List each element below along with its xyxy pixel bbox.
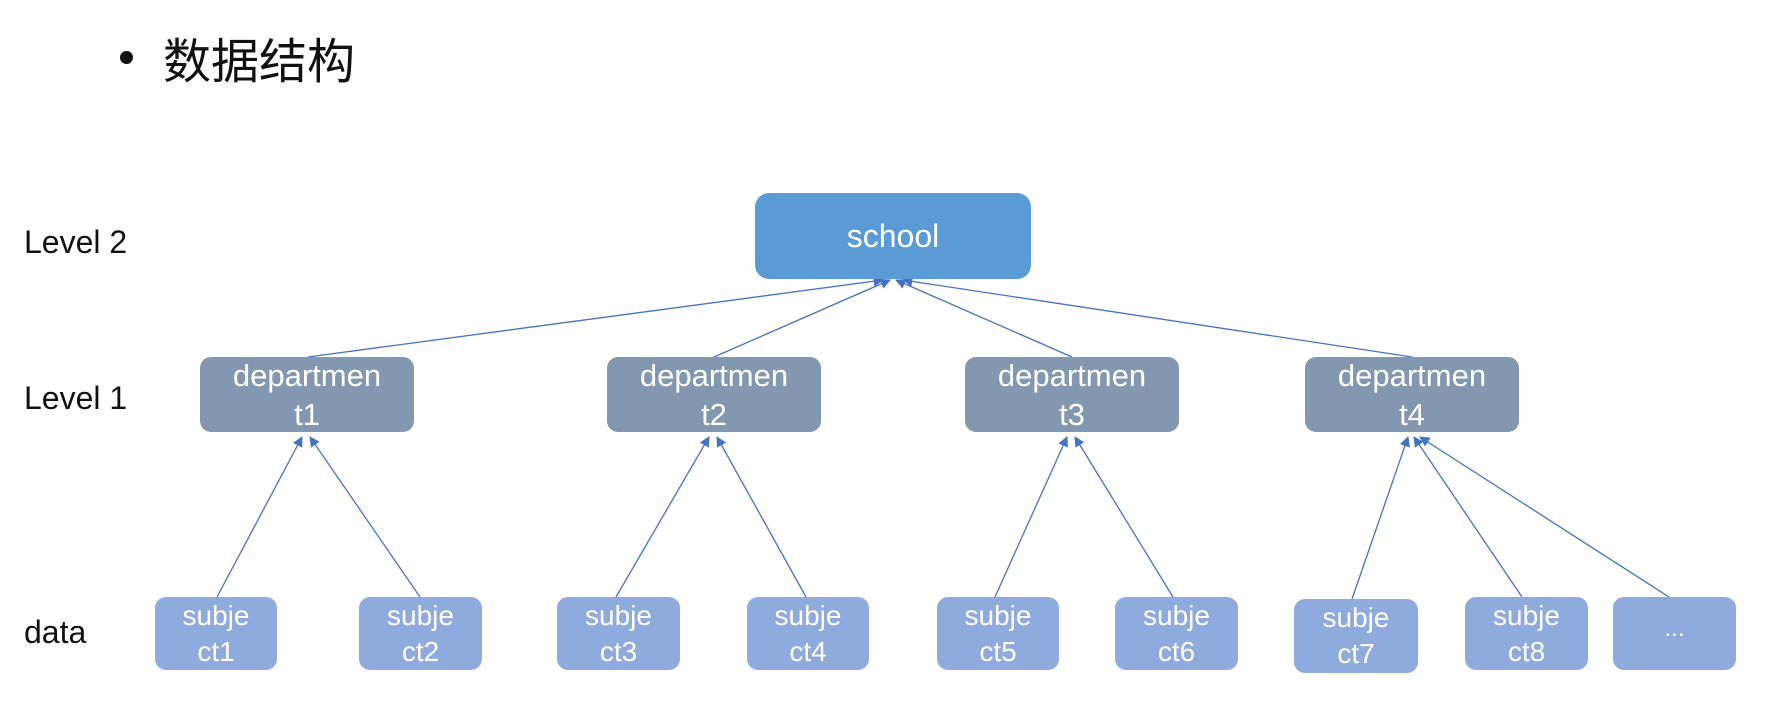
- subject4-line1: subje: [774, 599, 842, 631]
- subject-ellipsis-label: ...: [1664, 615, 1685, 643]
- subject1-line1: subje: [182, 599, 250, 631]
- edge-subject4-department2: [716, 436, 807, 598]
- subject4-line2: ct4: [789, 635, 827, 667]
- bullet-icon: [120, 50, 133, 64]
- slide-title-text: 数据结构: [163, 34, 356, 90]
- subject8-line1: subje: [1493, 599, 1560, 631]
- subject2-line1: subje: [387, 599, 454, 631]
- subject7-line2: ct7: [1337, 638, 1375, 669]
- department4-line1: departmen: [1337, 358, 1487, 393]
- node-subject-ellipsis: ...: [1613, 597, 1736, 670]
- edge-subject3-department2: [615, 436, 710, 598]
- edge-subject5-department3: [994, 436, 1068, 598]
- subject5-line1: subje: [964, 599, 1032, 631]
- subject3-line2: ct3: [599, 635, 638, 667]
- node-subject2: subje ct2: [359, 597, 482, 670]
- subject5-line2: ct5: [979, 635, 1017, 667]
- department3-line2: t3: [1059, 396, 1085, 432]
- node-subject5: subje ct5: [937, 597, 1059, 670]
- node-department4: departmen t4: [1305, 357, 1519, 432]
- edge-subject9-department4: [1419, 436, 1670, 598]
- edge-subject2-department1: [309, 436, 421, 598]
- node-subject6: subje ct6: [1115, 597, 1238, 670]
- edge-department2-school: [713, 278, 891, 358]
- edge-department1-school: [307, 276, 885, 358]
- department2-line2: t2: [701, 396, 727, 432]
- department1-line2: t1: [294, 396, 320, 432]
- node-school: school: [755, 193, 1031, 279]
- node-subject4: subje ct4: [747, 597, 869, 670]
- node-subject7: subje ct7: [1294, 599, 1418, 673]
- subject6-line1: subje: [1143, 599, 1210, 631]
- edge-subject7-department4: [1351, 436, 1410, 600]
- slide-title: 数据结构: [120, 22, 355, 92]
- department4-line2: t4: [1399, 396, 1425, 432]
- subject8-line2: ct8: [1507, 635, 1546, 667]
- node-subject3: subje ct3: [557, 597, 680, 670]
- node-department3: departmen t3: [965, 357, 1179, 432]
- department1-line1: departmen: [232, 358, 382, 393]
- level-2-label: Level 2: [24, 224, 128, 260]
- node-school-label: school: [846, 217, 940, 254]
- subject1-line2: ct1: [197, 635, 235, 667]
- level-1-label: Level 1: [24, 380, 128, 416]
- subject3-line1: subje: [585, 599, 652, 631]
- node-department2: departmen t2: [607, 357, 821, 432]
- department3-line1: departmen: [997, 358, 1147, 393]
- edge-department3-school: [895, 278, 1073, 358]
- department2-line1: departmen: [639, 358, 789, 393]
- edge-department4-school: [901, 276, 1413, 358]
- edge-subject6-department3: [1074, 436, 1174, 598]
- subject7-line1: subje: [1322, 602, 1390, 634]
- edge-subject1-department1: [216, 436, 303, 598]
- subject6-line2: ct6: [1157, 635, 1196, 667]
- node-subject1: subje ct1: [155, 597, 277, 670]
- node-subject8: subje ct8: [1465, 597, 1588, 670]
- data-level-label: data: [24, 614, 87, 650]
- subject2-line2: ct2: [401, 635, 440, 667]
- node-department1: departmen t1: [200, 357, 414, 432]
- edge-subject8-department4: [1413, 436, 1523, 598]
